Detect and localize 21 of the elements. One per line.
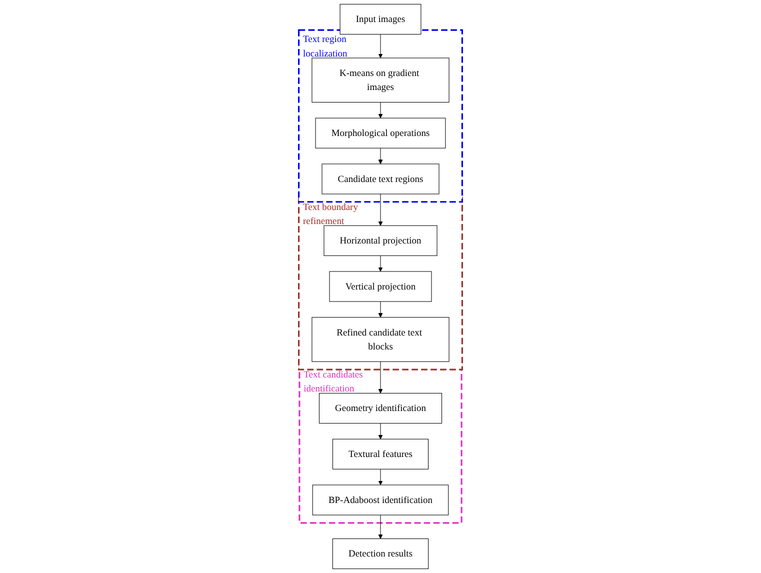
node-box: K-means on gradient images: [312, 58, 450, 103]
arrow: [378, 148, 383, 164]
node-box: Refined candidate text blocks: [312, 317, 450, 362]
node-box: Candidate text regions: [322, 164, 440, 194]
arrow: [378, 34, 383, 58]
node-box: Detection results: [332, 538, 429, 570]
node-box: Geometry identification: [318, 392, 442, 424]
node-box: Textural features: [332, 438, 429, 470]
node-box: Horizontal projection: [324, 225, 438, 256]
arrow: [378, 514, 383, 539]
node-box: BP-Adaboost identification: [312, 484, 449, 516]
arrow: [378, 301, 383, 318]
node-box: Vertical projection: [329, 271, 432, 302]
node-box: Morphological operations: [315, 118, 446, 148]
arrow: [378, 102, 383, 118]
arrow: [378, 423, 383, 440]
arrow: [378, 361, 383, 394]
arrow: [378, 255, 383, 272]
arrow: [378, 468, 383, 486]
node-box: Input images: [340, 4, 422, 35]
arrow: [378, 194, 383, 226]
